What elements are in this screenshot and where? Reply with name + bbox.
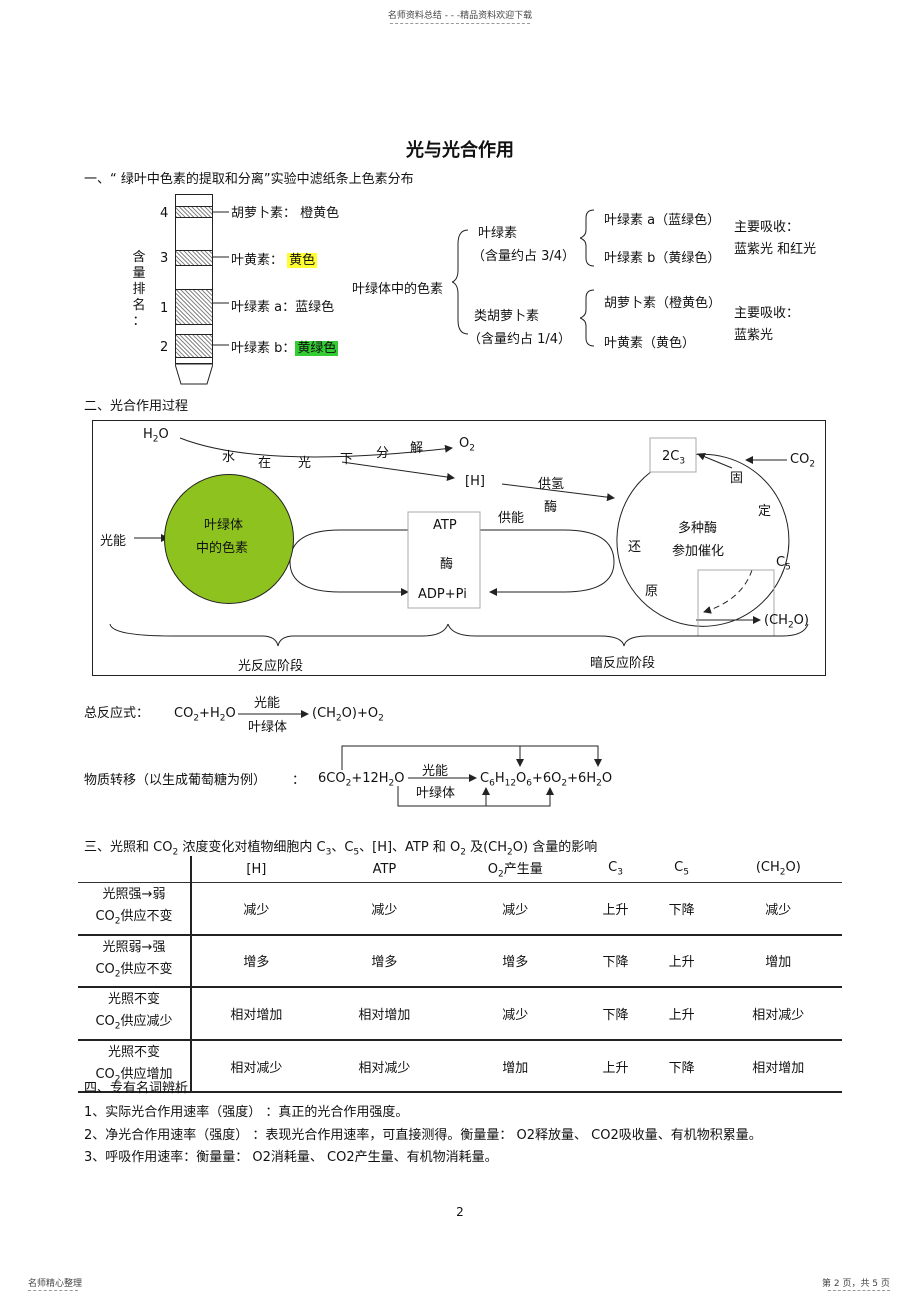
adp-label: ADP+Pi (418, 587, 467, 602)
label-chlorophyll-a: 叶绿素 a：蓝绿色 (231, 300, 335, 315)
section-2-heading: 二、光合作用过程 (84, 399, 189, 414)
chlorophyll-group: 叶绿素 (478, 226, 518, 241)
chlorophyll-a-item: 叶绿素 a（蓝绿色） (604, 213, 721, 228)
water-split-1: 水 (222, 450, 236, 465)
page-title: 光与光合作用 (406, 140, 514, 161)
reduce-label-1: 还 (628, 540, 642, 555)
chloroplast-pigment-circle (164, 474, 294, 604)
rank-xanthophyll: 3 (160, 251, 169, 266)
term-2: 2、净光合作用速率（强度） ：表现光合作用速率，可直接测得。衡量量： O2释放量… (84, 1128, 762, 1143)
transfer-left: 6CO2+12H2O (318, 771, 405, 789)
overall-equation-left: CO2+H2O (174, 706, 236, 724)
footer-left-divider (28, 1290, 78, 1291)
col-h: [H] (191, 856, 321, 883)
term-3: 3、呼吸作用速率：衡量量： O2消耗量、 CO2产生量、有机物消耗量。 (84, 1150, 498, 1165)
pigment-root: 叶绿体中的色素 (352, 282, 444, 297)
h2o-label: H2O (143, 427, 169, 445)
label-carotene: 胡萝卜素： 橙黄色 (231, 206, 340, 221)
water-split-5: 分 (376, 446, 390, 461)
overall-equation-right: (CH2O)+O2 (312, 706, 384, 724)
enzymes-label-1: 多种酶 (678, 521, 718, 536)
water-split-4: 下 (340, 452, 354, 467)
col-c5: C5 (648, 856, 715, 883)
h-label: [H] (465, 474, 485, 489)
rank-carotene: 4 (160, 206, 169, 221)
carotenoid-share: （含量约占 1/4） (468, 332, 572, 347)
overall-arrow-bottom: 叶绿体 (248, 720, 288, 735)
chlorophyll-share: （含量约占 3/4） (472, 249, 576, 264)
chloroplast-label-1: 叶绿体 (204, 518, 244, 533)
label-chlorophyll-b: 叶绿素 b：黄绿色 (231, 341, 339, 356)
transfer-arrow-top: 光能 (422, 764, 449, 779)
band-chlorophyll-b (175, 334, 213, 358)
supply-h-label: 供氢 (538, 477, 565, 492)
chlorophyll-absorb-label: 主要吸收： (734, 220, 800, 235)
supply-energy-label: 供能 (498, 511, 525, 526)
water-split-2: 在 (258, 456, 272, 471)
light-stage-label: 光反应阶段 (238, 659, 304, 674)
col-o2: O2产生量 (448, 856, 583, 883)
footer-left: 名师精心整理 (28, 1279, 83, 1289)
rank-chlorophyll-b: 2 (160, 340, 169, 355)
page-number: 2 (456, 1205, 464, 1219)
content-rank-label: 含量排名： (132, 250, 146, 329)
water-split-3: 光 (298, 456, 312, 471)
reduce-label-2: 原 (645, 584, 659, 599)
equation-arrows (238, 710, 602, 807)
atp-enzyme-label: 酶 (440, 557, 454, 572)
carotenoid-group: 类胡萝卜素 (474, 309, 540, 324)
section-3-heading: 三、光照和 CO2 浓度变化对植物细胞内 C3、C5、[H]、ATP 和 O2 … (84, 840, 598, 858)
fix-label-2: 定 (758, 504, 772, 519)
col-c3: C3 (582, 856, 649, 883)
atp-label: ATP (433, 518, 457, 533)
col-atp: ATP (320, 856, 449, 883)
chloroplast-label-2: 中的色素 (196, 541, 249, 556)
term-1: 1、实际光合作用速率（强度） ：真正的光合作用强度。 (84, 1105, 409, 1120)
fix-label-1: 固 (730, 471, 744, 486)
chlorophyll-b-item: 叶绿素 b（黄绿色） (604, 251, 721, 266)
c5-label: C5 (776, 555, 791, 573)
carotenoid-absorb-label: 主要吸收： (734, 306, 800, 321)
supply-h-enzyme: 酶 (544, 500, 558, 515)
section-4-heading: 四、专有名词辨析 (84, 1081, 189, 1096)
co2-label: CO2 (790, 452, 816, 470)
transfer-right: C6H12O6+6O2+6H2O (480, 771, 613, 789)
footer-right: 第 2 页，共 5 页 (822, 1279, 890, 1289)
band-xanthophyll (175, 250, 213, 266)
carotenoid-absorb-value: 蓝紫光 (734, 328, 774, 343)
header-note: 名师资料总结 - - -精品资料欢迎下载 (387, 11, 533, 21)
c3-label: 2C3 (662, 449, 686, 467)
water-split-6: 解 (410, 441, 424, 456)
o2-label: O2 (459, 436, 475, 454)
overall-arrow-top: 光能 (254, 696, 281, 711)
footer-right-divider (828, 1290, 890, 1291)
overall-equation-label: 总反应式： (84, 706, 150, 721)
xanthophyll-item: 叶黄素（黄色） (604, 336, 696, 351)
band-chlorophyll-a (175, 289, 213, 325)
rank-chlorophyll-a: 1 (160, 301, 169, 316)
transfer-arrow-bottom: 叶绿体 (416, 786, 456, 801)
transfer-colon: ： (292, 773, 306, 788)
header-divider (390, 23, 530, 24)
carotene-item: 胡萝卜素（橙黄色） (604, 296, 722, 311)
chlorophyll-absorb-value: 蓝紫光 和红光 (734, 242, 817, 257)
ch2o-label: (CH2O) (764, 613, 809, 631)
light-energy-label: 光能 (100, 534, 127, 549)
process-diagram-frame (92, 420, 826, 676)
band-carotene (175, 206, 213, 218)
strip-tip (174, 363, 214, 385)
label-xanthophyll: 叶黄素： 黄色 (231, 253, 318, 268)
col-ch2o: (CH2O) (714, 856, 842, 883)
section-1-heading: 一、“ 绿叶中色素的提取和分离”实验中滤纸条上色素分布 (84, 172, 414, 187)
transfer-label: 物质转移（以生成葡萄糖为例） (84, 773, 267, 788)
dark-stage-label: 暗反应阶段 (590, 656, 656, 671)
process-diagram-lines (109, 437, 809, 647)
enzymes-label-2: 参加催化 (672, 544, 725, 559)
